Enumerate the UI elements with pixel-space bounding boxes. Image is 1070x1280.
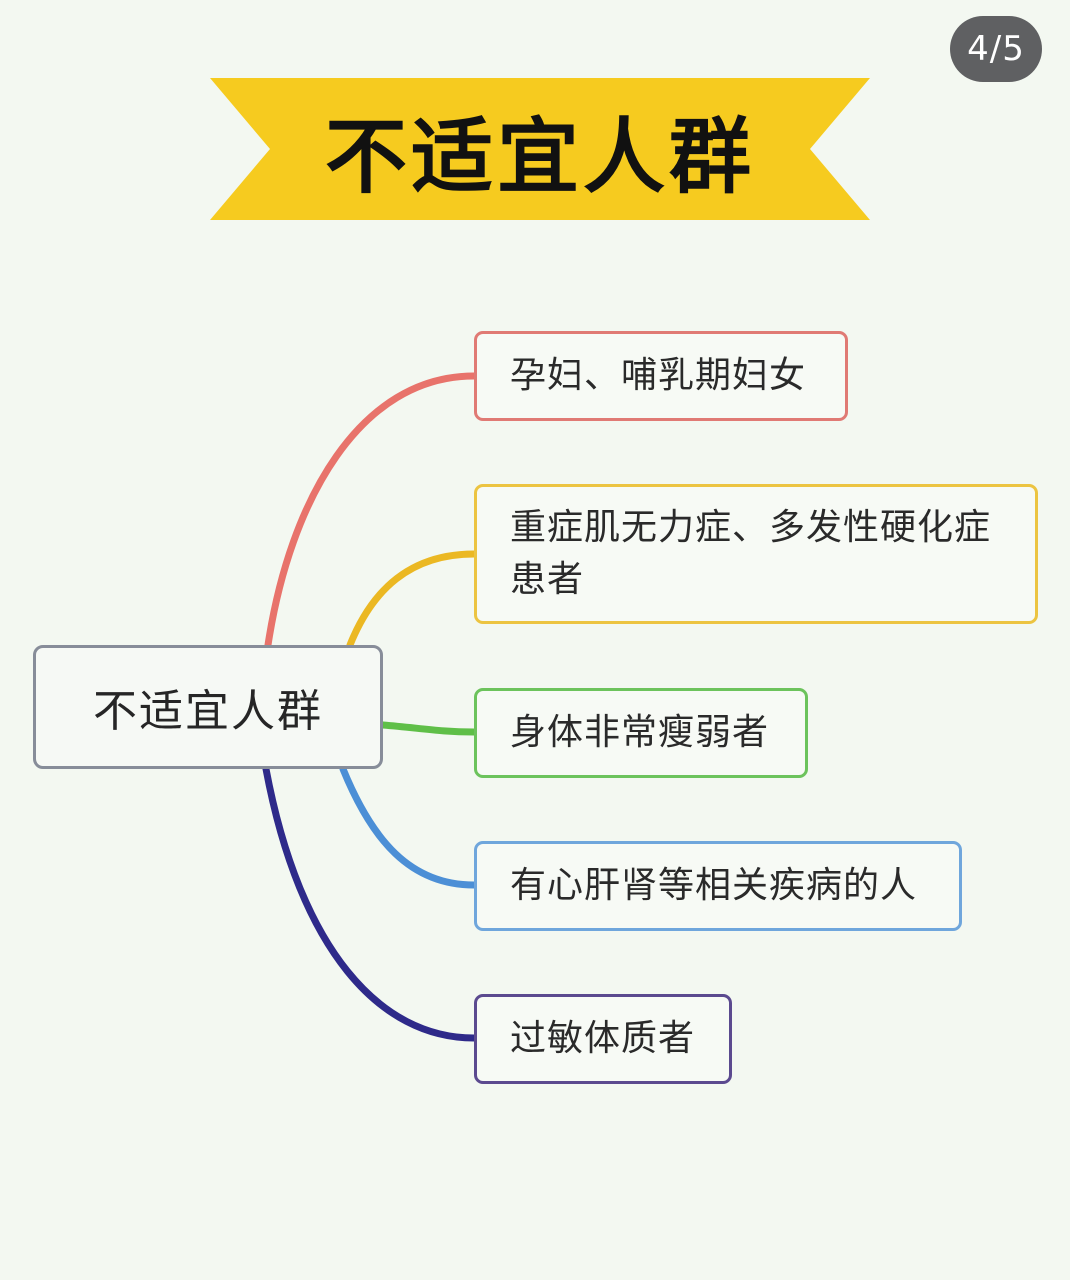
mindmap-root-node: 不适宜人群 <box>33 645 383 769</box>
branch-node-4: 有心肝肾等相关疾病的人 <box>474 841 962 931</box>
connector-branch-4 <box>339 765 478 889</box>
branch-node-3-label: 身体非常瘦弱者 <box>510 712 770 753</box>
connector-branch-1 <box>264 372 478 649</box>
banner-title: 不适宜人群 <box>324 109 755 205</box>
branch-node-2-label: 重症肌无力症、多发性硬化症患者 <box>510 507 992 600</box>
title-banner: 不适宜人群 <box>210 78 870 220</box>
branch-node-2: 重症肌无力症、多发性硬化症患者 <box>474 484 1038 624</box>
branch-node-3: 身体非常瘦弱者 <box>474 688 808 778</box>
page-counter: 4/5 <box>950 16 1042 82</box>
branch-node-1: 孕妇、哺乳期妇女 <box>474 331 848 421</box>
branch-node-4-label: 有心肝肾等相关疾病的人 <box>510 865 918 906</box>
branch-node-5-label: 过敏体质者 <box>510 1018 696 1059</box>
connector-branch-5 <box>262 765 478 1042</box>
branch-node-1-label: 孕妇、哺乳期妇女 <box>510 355 807 396</box>
connector-branch-3 <box>379 721 478 736</box>
connector-branch-2 <box>346 550 478 649</box>
branch-node-5: 过敏体质者 <box>474 994 732 1084</box>
banner-ribbon-shape <box>210 78 870 220</box>
